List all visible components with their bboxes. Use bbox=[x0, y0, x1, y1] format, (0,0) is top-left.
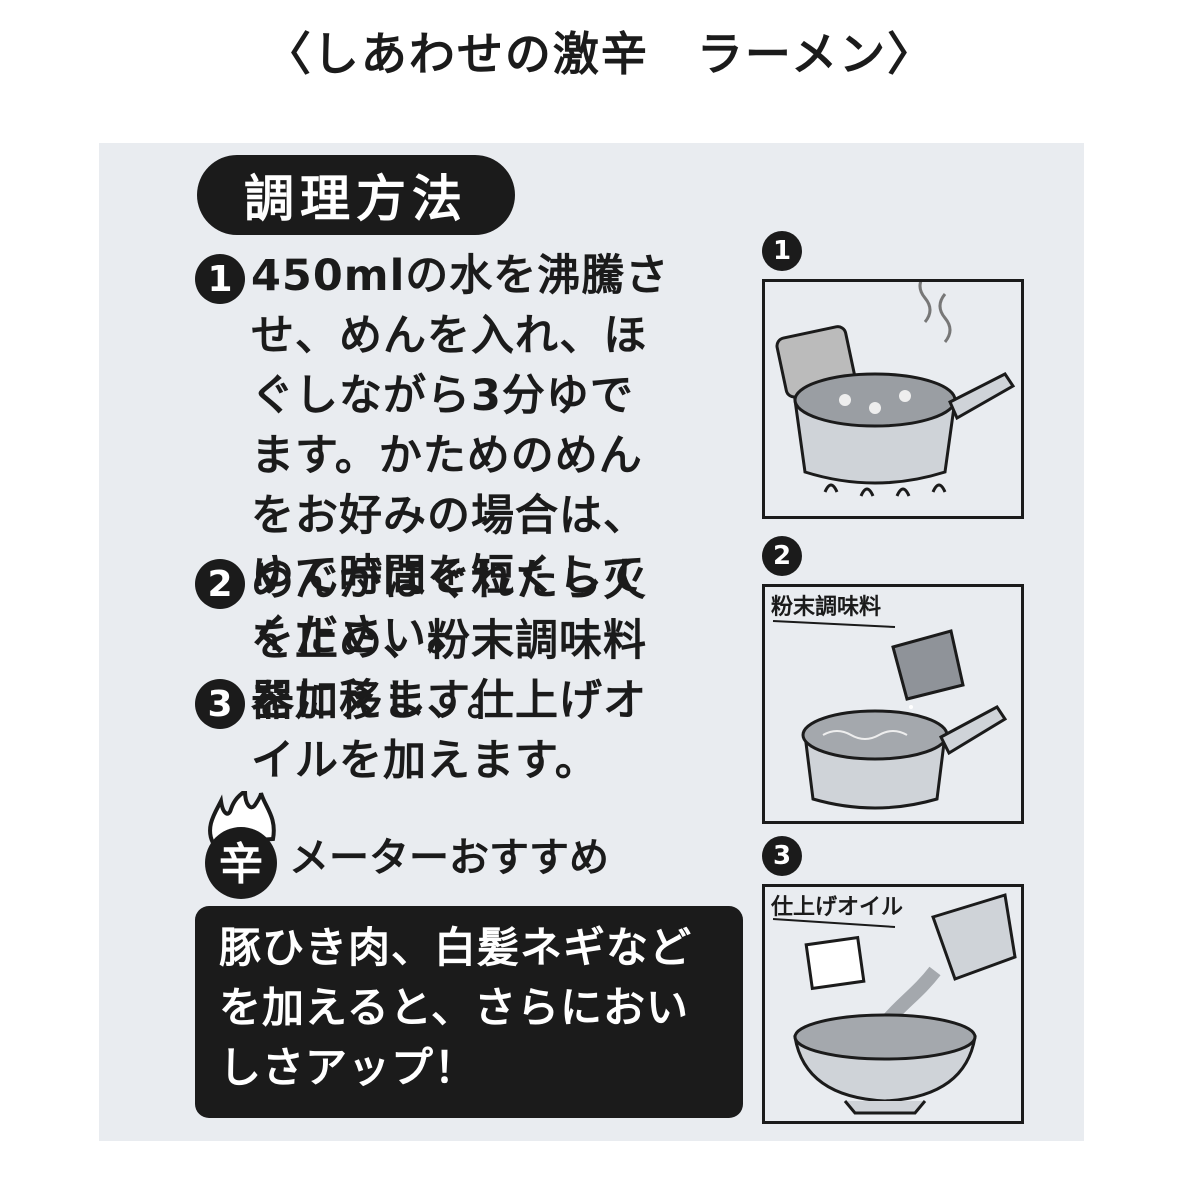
step-2-number-badge: 2 bbox=[195, 559, 245, 609]
illustration-2-frame: 粉末調味料 bbox=[762, 584, 1024, 824]
illustration-2-number: 2 bbox=[762, 536, 802, 576]
meter-label: メーターおすすめ bbox=[289, 835, 609, 881]
illustration-1-number: 1 bbox=[762, 231, 802, 271]
seasoning-pot-image bbox=[772, 620, 1008, 810]
meter-badge-char: 辛 bbox=[219, 839, 263, 890]
pot-on-stove-image bbox=[775, 282, 1016, 497]
step-1-number-badge: 1 bbox=[195, 254, 245, 304]
spice-meter-recommendation: 辛 メーターおすすめ bbox=[199, 791, 619, 901]
illustration-2-label: 粉末調味料 bbox=[771, 595, 882, 620]
illustration-1-frame bbox=[762, 279, 1024, 519]
step-1-text: 450mlの水を沸騰させ、めんを入れ、ほぐしながら3分ゆでます。かためのめんをお… bbox=[251, 251, 670, 661]
step-2-text: めんがほぐれたら火を止め、粉末調味料を加えます。 bbox=[251, 556, 647, 726]
illustration-3-label: 仕上げオイル bbox=[771, 895, 904, 920]
cooking-instructions-panel: 調理方法 1 450mlの水を沸騰させ、めんを入れ、ほぐしながら3分ゆでます。か… bbox=[99, 143, 1084, 1141]
illustration-3-frame: 仕上げオイル bbox=[762, 884, 1024, 1124]
step-3-text: 器に移し、仕上げオイルを加えます。 bbox=[251, 676, 647, 786]
pouring-bowl-image bbox=[772, 893, 1017, 1115]
illustration-3-number: 3 bbox=[762, 836, 802, 876]
step-3-number-badge: 3 bbox=[195, 679, 245, 729]
section-header: 調理方法 bbox=[197, 155, 515, 235]
page-title: 〈しあわせの激辛 ラーメン〉 bbox=[264, 27, 936, 81]
tip-box: 豚ひき肉、白髪ネギなどを加えると、さらにおいしさアップ！ bbox=[195, 906, 743, 1118]
tip-text: 豚ひき肉、白髪ネギなどを加えると、さらにおいしさアップ！ bbox=[219, 923, 693, 1092]
fire-icon: 辛 bbox=[205, 791, 277, 899]
